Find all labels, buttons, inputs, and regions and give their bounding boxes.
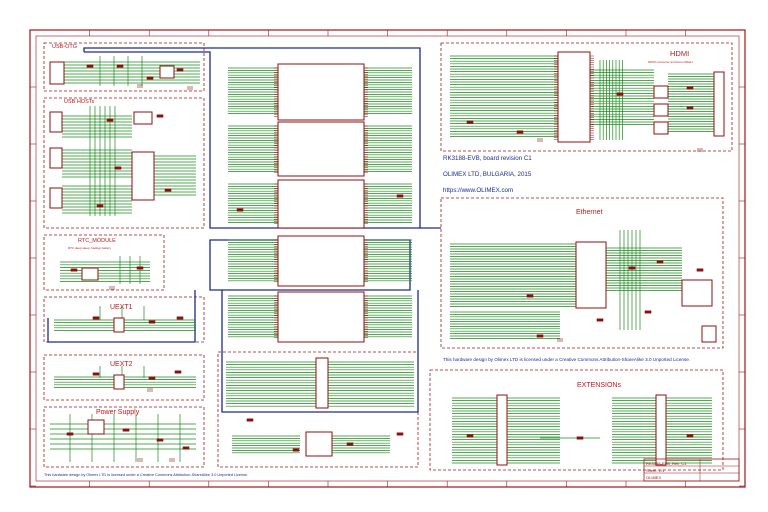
ethernet-title: Ethernet (576, 209, 603, 216)
net-wires (50, 55, 714, 464)
extension-left-header (496, 394, 508, 466)
extension-right-header (655, 394, 667, 466)
ethernet-magnetics (701, 325, 717, 343)
title-block: RK3188-EVB_Rev_C1 Sheet: 1/1 OLIMEX (643, 458, 740, 482)
extension-header (315, 357, 329, 409)
hdmi-connector (713, 71, 725, 137)
hdmi-shifter-3 (653, 121, 669, 135)
hdmi-shifter-2 (653, 103, 669, 117)
uext2-frame (43, 354, 205, 401)
inner-frame (35, 35, 740, 482)
company-text: OLIMEX LTD, BULGARIA, 2015 (443, 171, 532, 178)
board-revision-text: RK3188-EVB, board revision C1 (443, 155, 532, 162)
hdmi-controller (557, 51, 591, 143)
cpu-block-1 (277, 63, 365, 121)
cpu-chip-blocks (49, 51, 725, 466)
usb-otg-connector (49, 61, 65, 85)
ethernet-phy (575, 241, 607, 309)
chip-pins (274, 55, 594, 339)
usb-hub-chip (131, 151, 155, 201)
usb-host-connector-3 (49, 187, 63, 209)
usb-hosts-frame (43, 97, 205, 229)
section-frames (43, 42, 733, 471)
extensions-title: EXTENSIONs (577, 382, 621, 389)
usb-host-connector-2 (49, 147, 63, 169)
rtc-module-note: RTC deep sleep, backup battery (68, 246, 111, 250)
usb-hosts-title: USB HOSTs (64, 99, 95, 105)
usb-hosts-ic (133, 111, 153, 125)
usb-otg-title: USB-OTG (52, 44, 77, 50)
extensions-frame (429, 369, 724, 471)
license-text-bottom: This hardware design by Olimex LTD is li… (44, 473, 248, 477)
rtc-chip (81, 267, 99, 281)
frame-ticks (29, 29, 745, 487)
uext1-title: UEXT1 (110, 304, 133, 311)
title-block-line-1: RK3188-EVB_Rev_C1 (646, 461, 687, 466)
ethernet-frame (440, 197, 724, 349)
rtc-module-title: RTC_MODULE (78, 238, 116, 244)
hdmi-frame (440, 42, 733, 152)
title-block-line-3: OLIMEX (646, 475, 661, 480)
website-text: https://www.OLIMEX.com (443, 187, 513, 194)
bus-lines (47, 47, 441, 413)
title-block-line-2: Sheet: 1/1 (646, 468, 665, 473)
usb-otg-frame (43, 42, 205, 92)
power-supply-title: Power Supply (96, 409, 140, 416)
hdmi-note: HDMI connector and level shifters (648, 60, 694, 64)
hdmi-shifter-1 (653, 85, 669, 99)
ethernet-rj45 (681, 279, 713, 307)
title-block-frame (643, 458, 740, 482)
cpu-block-5 (277, 291, 365, 343)
power-supply-frame (43, 406, 205, 468)
passive-components (66, 64, 704, 462)
uext2-connector (113, 374, 125, 390)
audio-chip (305, 431, 333, 457)
cpu-block-2 (277, 121, 365, 177)
cpu-block-3 (277, 179, 365, 229)
uext1-connector (113, 317, 125, 333)
usb-otg-ic (159, 65, 175, 79)
power-regulator (87, 419, 105, 435)
usb-host-connector-1 (49, 111, 63, 133)
uext2-title: UEXT2 (110, 361, 133, 368)
license-text-right: This hardware design by Olimex LTD is li… (443, 357, 690, 362)
hdmi-title: HDMI (670, 49, 689, 58)
rtc-frame (43, 234, 165, 291)
cpu-block-4 (277, 235, 365, 287)
